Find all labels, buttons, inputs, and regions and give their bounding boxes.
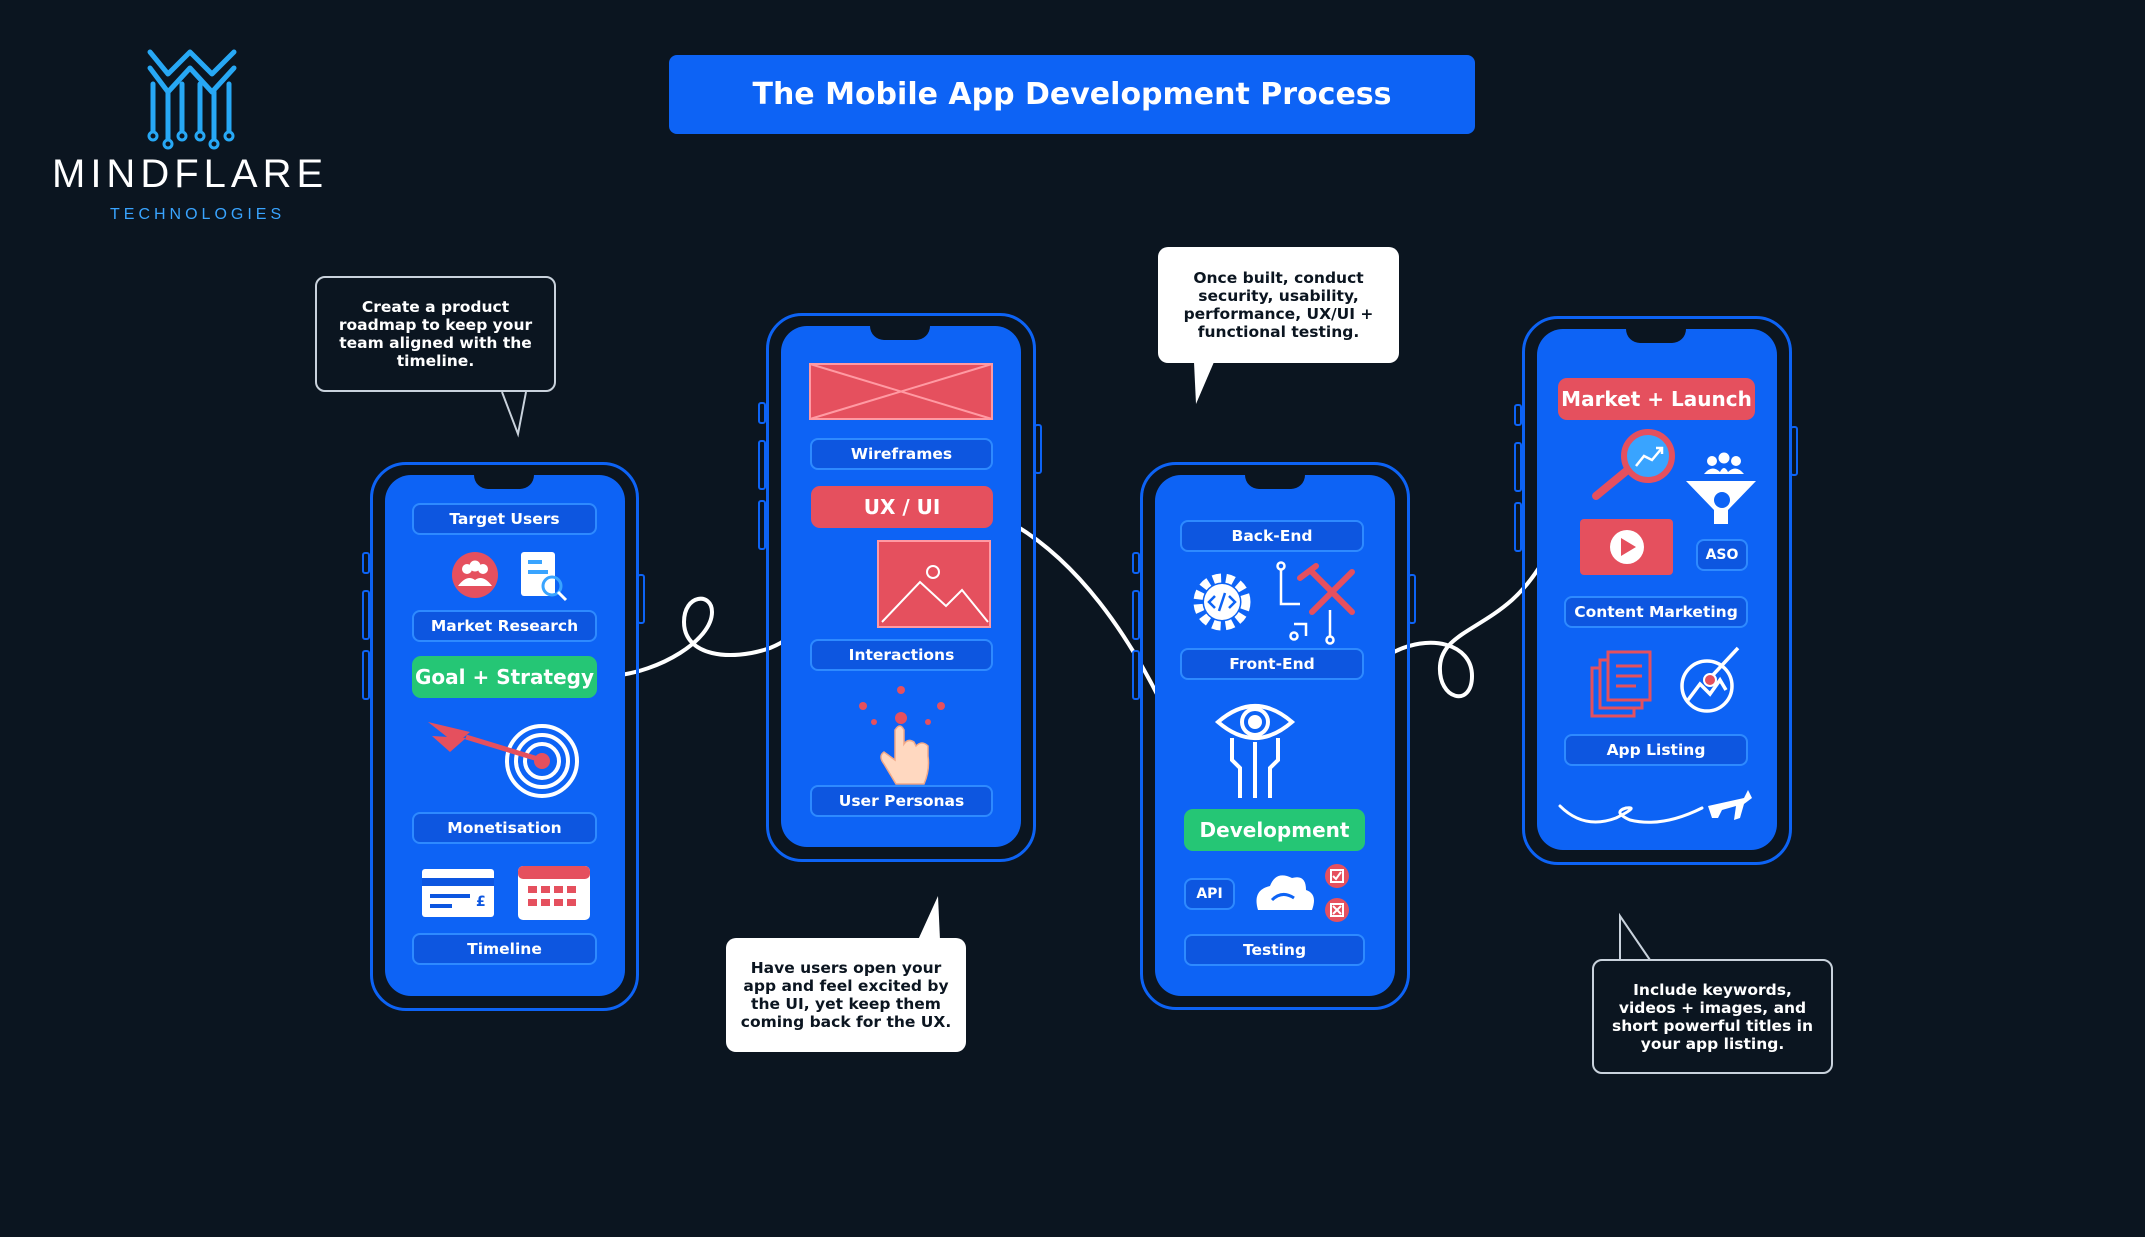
label-content-marketing: Content Marketing bbox=[1564, 596, 1748, 628]
circuit-icon bbox=[1276, 561, 1335, 645]
calendar-icon bbox=[518, 866, 590, 920]
growth-magnifier-icon bbox=[1592, 429, 1675, 500]
brand-name: MINDFLARE bbox=[52, 152, 329, 196]
dart-target-icon bbox=[428, 722, 579, 798]
flight-trail-icon bbox=[1558, 804, 1704, 824]
map-pin-icon bbox=[1680, 646, 1740, 713]
card-currency-symbol: £ bbox=[476, 894, 486, 910]
airplane-icon bbox=[1708, 790, 1752, 820]
checklist-icon bbox=[1325, 864, 1349, 922]
label-user-personas: User Personas bbox=[810, 785, 993, 817]
label-front-end: Front-End bbox=[1180, 648, 1364, 680]
mindflare-logo-icon bbox=[147, 49, 237, 150]
label-aso: ASO bbox=[1696, 539, 1748, 571]
audience-funnel-icon bbox=[1686, 452, 1756, 524]
tap-hand-icon bbox=[859, 686, 945, 785]
label-api: API bbox=[1184, 878, 1235, 910]
eye-circuit-icon bbox=[1214, 704, 1296, 798]
cloud-sync-icon bbox=[1256, 875, 1314, 910]
label-market-research: Market Research bbox=[412, 610, 597, 642]
video-play-icon bbox=[1580, 519, 1673, 575]
callout-ux: Have users open your app and feel excite… bbox=[726, 938, 966, 1052]
callout-testing: Once built, conduct security, usability,… bbox=[1158, 247, 1399, 363]
research-document-icon bbox=[521, 552, 568, 602]
stage-goal-strategy: Goal + Strategy bbox=[412, 656, 597, 698]
stage-ux-ui: UX / UI bbox=[811, 486, 993, 528]
label-back-end: Back-End bbox=[1180, 520, 1364, 552]
documents-icon bbox=[1590, 650, 1652, 718]
brand-subtitle: TECHNOLOGIES bbox=[110, 206, 286, 223]
wireframe-icon bbox=[809, 363, 993, 420]
payment-card-icon bbox=[422, 869, 494, 917]
users-icon bbox=[452, 552, 498, 598]
stage-market-launch: Market + Launch bbox=[1558, 378, 1755, 420]
tools-icon bbox=[1297, 563, 1355, 615]
label-monetisation: Monetisation bbox=[412, 812, 597, 844]
page-title: The Mobile App Development Process bbox=[669, 55, 1475, 134]
callout-roadmap: Create a product roadmap to keep your te… bbox=[315, 276, 556, 392]
label-target-users: Target Users bbox=[412, 503, 597, 535]
image-placeholder-icon bbox=[877, 540, 991, 628]
label-app-listing: App Listing bbox=[1564, 734, 1748, 766]
label-wireframes: Wireframes bbox=[810, 438, 993, 470]
label-interactions: Interactions bbox=[810, 639, 993, 671]
code-gear-icon bbox=[1193, 573, 1251, 631]
label-testing: Testing bbox=[1184, 934, 1365, 966]
stage-development: Development bbox=[1184, 809, 1365, 851]
label-timeline: Timeline bbox=[412, 933, 597, 965]
callout-listing: Include keywords, videos + images, and s… bbox=[1592, 959, 1833, 1074]
